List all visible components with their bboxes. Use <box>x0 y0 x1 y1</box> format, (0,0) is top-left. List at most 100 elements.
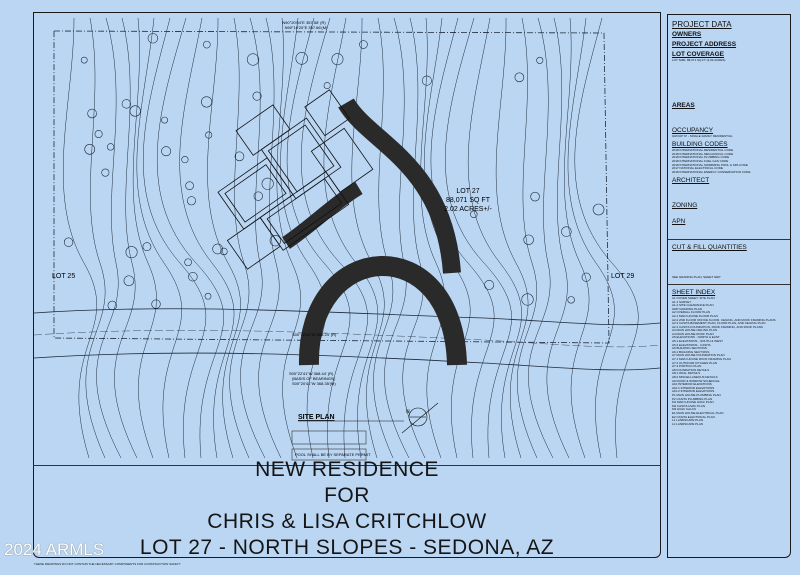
lot-29-label: LOT 29 <box>611 273 634 280</box>
tree-icon <box>567 296 575 304</box>
tree-icon <box>63 237 74 247</box>
tree-icon <box>421 75 432 86</box>
tree-icon <box>147 33 159 44</box>
tree-icon <box>161 116 169 124</box>
list-item: A1.2 SITE CLEARANCE PLAN <box>672 304 714 308</box>
list-item: A7.3 PORTICO PLAN <box>672 365 702 369</box>
lot-27-sqft: 88,071 SQ FT <box>446 197 491 204</box>
driveway <box>282 98 467 366</box>
sheet-index-heading: SHEET INDEX <box>672 288 716 296</box>
contour-line <box>229 17 250 459</box>
contour-line <box>132 17 157 459</box>
tree-icon <box>581 272 591 282</box>
list-item: 2018 INTERNATIONAL RESIDENTIAL CODE <box>672 149 734 153</box>
list-item: 2017 NATIONAL ELECTRICAL CODE <box>672 167 723 171</box>
contour-line <box>157 17 224 459</box>
bearing-top-measured: N90°19'20"E 357.66'(M) <box>285 25 328 30</box>
building-codes-heading: BUILDING CODES <box>672 141 728 149</box>
contour-line <box>276 17 301 459</box>
lot-size: LOT SIZE: 88,071 SQ FT (2.02 ACRES) <box>672 59 726 62</box>
list-item: 2018 INTERNATIONAL PLUMBING CODE <box>672 156 730 160</box>
road-edge <box>34 308 660 326</box>
contour-line <box>402 17 426 459</box>
lot-27-name: LOT 27 <box>456 188 479 195</box>
tree-icon <box>212 243 223 255</box>
list-item: A2.2 2ND FLOOR OFFICE FLOOR, CEILING, AN… <box>672 318 776 322</box>
list-item: GRP GRADING PLAN <box>672 307 702 311</box>
contour-line <box>280 17 327 459</box>
tree-icon <box>536 56 544 64</box>
list-item: M3 HVAC CALCS <box>672 408 696 412</box>
occupancy-text: GROUP 'R' - SINGLE FAMILY RESIDENTIAL <box>672 134 733 138</box>
tree-icon <box>514 72 525 83</box>
list-item: A6.1 BUILDING SECTIONS <box>672 350 710 354</box>
owners-heading: OWNERS <box>672 31 702 38</box>
list-item: A4 MAIN HOUSE ROOF PLAN <box>672 332 714 336</box>
list-item: A10 INTERIOR ELEVATIONS <box>672 383 712 387</box>
site-plan-drawing: LOT 25 LOT 29 LOT 27 88,071 SQ FT 2.02 A… <box>34 17 660 461</box>
zoning-heading: ZONING <box>672 202 698 210</box>
tree-icon <box>261 177 274 190</box>
tree-icon <box>204 292 212 300</box>
list-item: L2 LANDSCAPE PLAN <box>672 422 704 426</box>
list-item: A7.1 MAIN HOUSE ROOF FRAMING PLAN <box>672 358 731 362</box>
contour-line <box>136 17 182 459</box>
list-item: A8.1 WALL DETAILS <box>672 372 701 376</box>
list-item: 2018 INTERNATIONAL ENERGY CONSERVATION C… <box>672 170 751 174</box>
title-line-3: CHRIS & LISA CRITCHLOW <box>207 510 487 533</box>
list-item: A2.3 CASITA BASEMENT PLAN, FLOOR PLAN, A… <box>672 322 766 326</box>
contour-line <box>420 17 446 459</box>
tree-icon <box>592 203 605 216</box>
contour-line <box>240 17 266 459</box>
contour-line <box>258 17 282 459</box>
contour-line <box>574 17 639 459</box>
tree-icon <box>359 40 368 49</box>
list-item: A5.1 ELEVATIONS - SOUTH & WEST <box>672 340 723 344</box>
tree-icon <box>123 275 135 287</box>
tree-icon <box>185 181 194 190</box>
list-item: P1 MAIN HOUSE PLUMBING PLAN <box>672 393 721 397</box>
contour-line <box>96 17 122 459</box>
tree-icon <box>470 210 478 218</box>
list-item: A2.1 MAIN HOUSE FLOOR PLAN <box>672 314 718 318</box>
bearing-top-record: N90°20'04"E 357.58' (R) <box>282 20 326 25</box>
drawing-frame <box>33 12 661 558</box>
contour-line <box>143 17 207 459</box>
north-arrow-icon <box>401 402 439 434</box>
tree-icon <box>484 280 495 290</box>
contour-line <box>495 17 529 459</box>
list-item: A3 MAIN HOUSE CEILING PLAN <box>672 329 718 333</box>
contour-line <box>207 17 241 459</box>
tree-icon <box>252 91 262 101</box>
tree-icon <box>295 52 308 65</box>
list-item: A7.2 OUTDOOR KITCHEN PLAN <box>672 361 718 365</box>
tree-icon <box>253 191 263 201</box>
tree-icon <box>184 258 192 267</box>
tree-icon <box>561 226 572 237</box>
title-divider <box>33 465 661 466</box>
list-item: A2.4 CASITA FOUNDATION, ROOF FRAMING, AN… <box>672 325 763 329</box>
list-item: A6 BUILDING SECTIONS <box>672 347 707 351</box>
tree-icon <box>151 299 161 309</box>
list-item: M2 CASITA HVAC PLAN <box>672 404 706 408</box>
occupancy-heading: OCCUPANCY <box>672 126 714 134</box>
contour-line <box>567 17 615 459</box>
architect-heading: ARCHITECT <box>672 177 710 185</box>
list-item: E2 CASITA ELECTRICAL PLAN <box>672 415 715 419</box>
list-item: L1 LANDSCAPE PLAN <box>672 419 704 423</box>
tree-icon <box>107 143 115 151</box>
contour-line <box>445 17 512 459</box>
watermark: 2024 ARMLS <box>4 540 105 559</box>
areas-heading: AREAS <box>672 101 695 109</box>
panel-heading: PROJECT DATA <box>672 20 732 29</box>
pool-note: POOL SHALL BE BY SEPARATE PERMIT <box>295 452 371 457</box>
tree-icon <box>121 99 131 109</box>
tree-icon <box>523 234 534 246</box>
contour-line <box>85 17 106 459</box>
list-item: 2018 INTERNATIONAL MECHANICAL CODE <box>672 152 734 156</box>
contour-line <box>564 17 590 459</box>
list-item: 2018 INTERNATIONAL FUEL GAS CODE <box>672 159 729 163</box>
lot-25-label: LOT 25 <box>52 273 75 280</box>
tree-icon <box>530 191 540 202</box>
